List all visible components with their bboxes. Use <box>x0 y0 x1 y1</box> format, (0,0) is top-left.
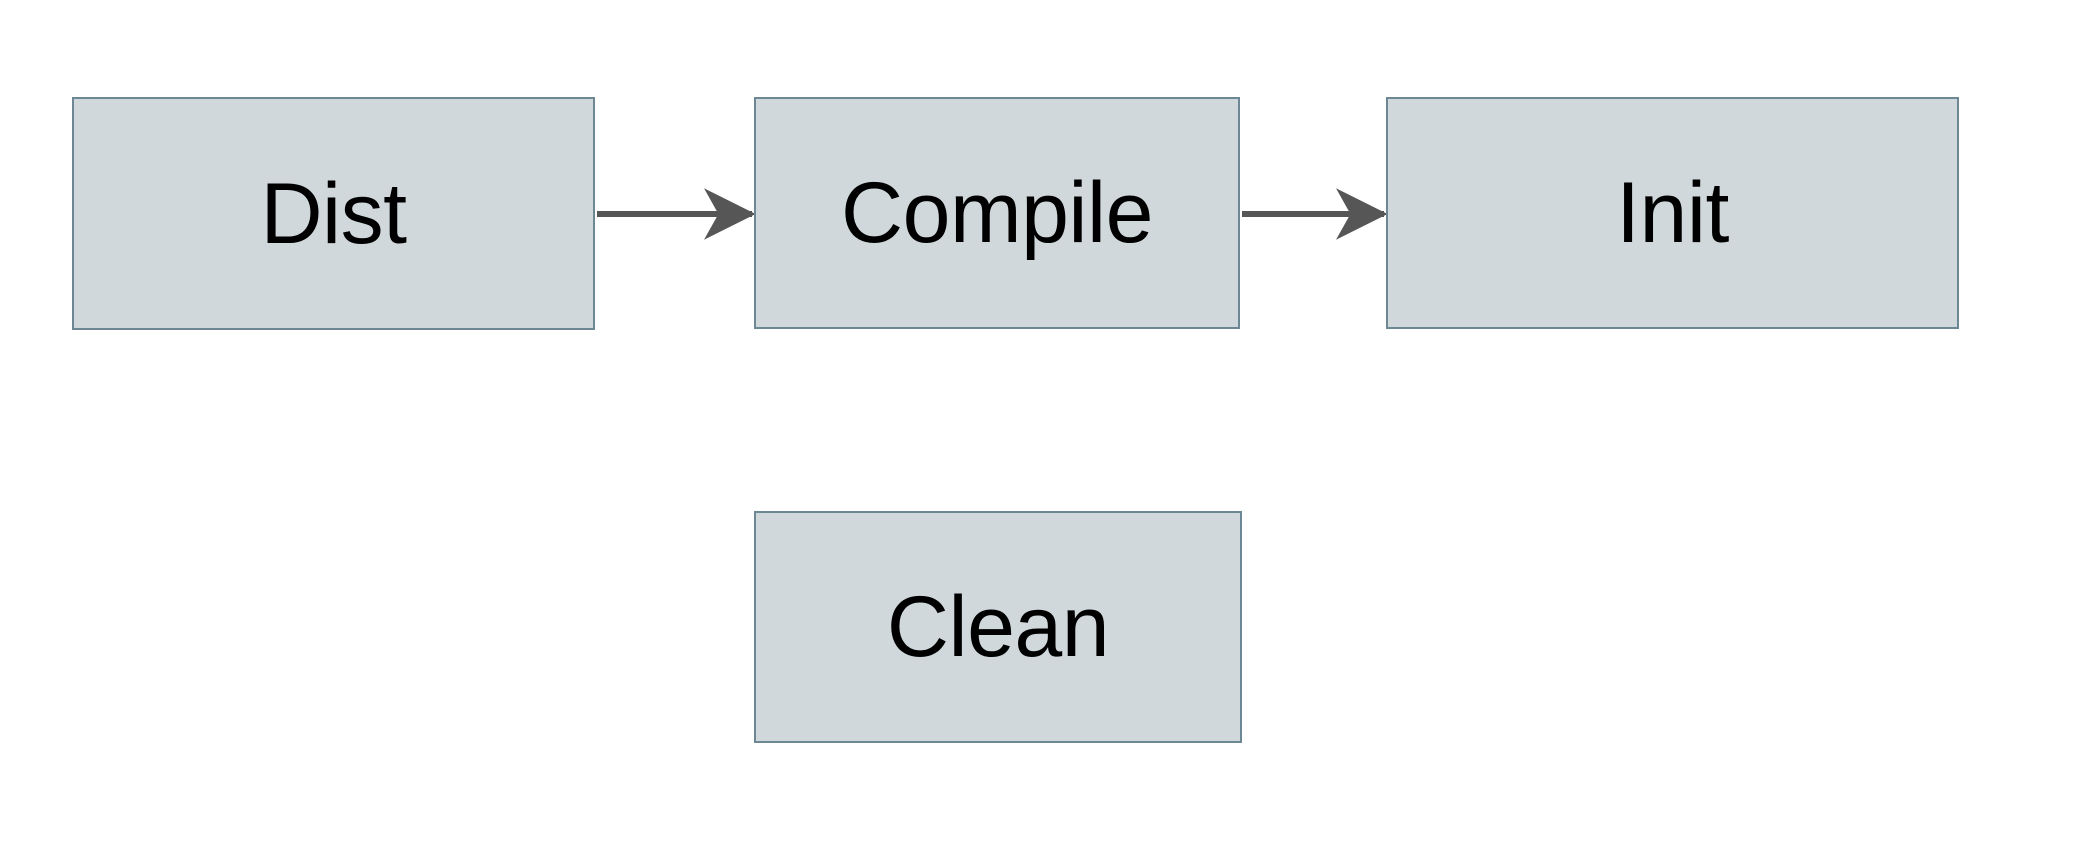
node-compile[interactable]: Compile <box>754 97 1240 329</box>
node-label-dist: Dist <box>260 165 407 262</box>
node-dist[interactable]: Dist <box>72 97 595 330</box>
node-label-init: Init <box>1616 165 1729 261</box>
node-label-clean: Clean <box>886 579 1110 675</box>
node-init[interactable]: Init <box>1386 97 1959 329</box>
node-clean[interactable]: Clean <box>754 511 1242 743</box>
node-label-compile: Compile <box>841 165 1153 261</box>
